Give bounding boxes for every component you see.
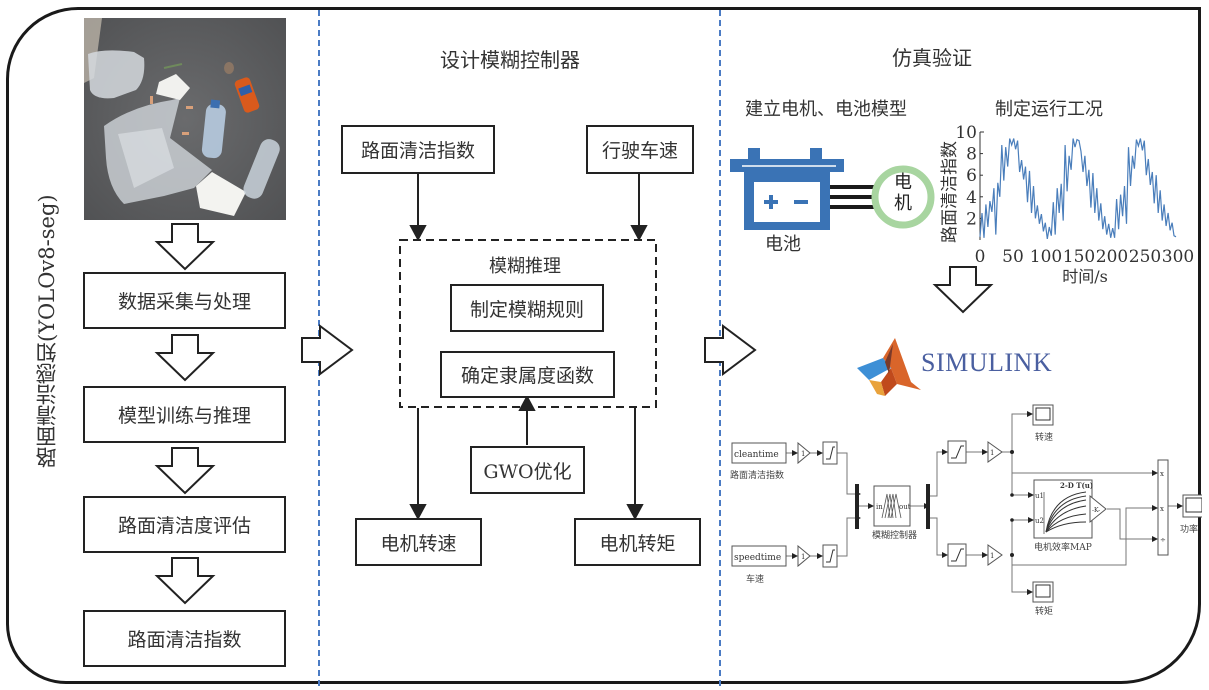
motor-label: 电 机	[893, 172, 913, 214]
down-arrow-icon	[932, 266, 994, 314]
source1-label: 路面清洁指数	[730, 469, 784, 481]
product-op: ÷	[1160, 536, 1166, 544]
chart-x-tick-label: 0	[975, 247, 986, 267]
fuzzy-inference-label: 模糊推理	[489, 256, 561, 277]
saturation-block	[947, 440, 967, 464]
step-cleanliness-index: 路面清洁指数	[83, 610, 286, 667]
fuzzy-in-port: in	[876, 503, 883, 511]
motor-icon	[871, 165, 935, 229]
gwo-optimization-box: GWO优化	[470, 446, 585, 494]
fuzzy-controller-label: 模糊控制器	[872, 529, 917, 541]
output-motor-torque: 电机转矩	[574, 518, 701, 566]
motor-label-line1: 电	[894, 172, 912, 193]
input-cleanliness-index: 路面清洁指数	[341, 125, 495, 174]
chart-x-tick-label: 250	[1129, 247, 1161, 267]
product-op: x	[1160, 505, 1164, 513]
down-arrow-icon	[154, 557, 216, 605]
road-litter-photo	[84, 18, 286, 220]
arrowhead	[626, 504, 644, 521]
saturation-block	[822, 544, 838, 568]
lookup-table-label: 电机效率MAP	[1034, 541, 1092, 553]
source2-text: speedtime	[734, 553, 781, 563]
output-motor-speed: 电机转速	[355, 518, 482, 566]
chart-x-label: 时间/s	[1062, 267, 1108, 285]
chart-y-tick-label: 6	[966, 166, 977, 186]
chart-x-tick-label: 150	[1063, 247, 1095, 267]
fuzzy-flow-connectors	[399, 174, 657, 521]
step-cleanliness-evaluation: 路面清洁度评估	[83, 496, 286, 553]
step-data-collection: 数据采集与处理	[83, 272, 286, 329]
gain-block	[987, 544, 1003, 566]
scope-power-label: 功率	[1180, 523, 1198, 535]
gain-text: 1	[990, 552, 994, 560]
scope-speed-label: 转速	[1035, 431, 1053, 443]
chart-x-tick-label: 200	[1096, 247, 1128, 267]
source-speedtime-block	[731, 545, 787, 567]
fuzzy-inference-group	[399, 239, 657, 408]
source-cleantime-block	[731, 442, 787, 464]
k-gain-text: -K-	[1092, 507, 1100, 514]
outer-frame	[6, 7, 1201, 684]
chart-series-line	[979, 138, 1177, 239]
product-op: x	[1160, 470, 1164, 478]
source1-text: cleantime	[734, 450, 779, 460]
chart-y-tick-label: 8	[966, 145, 977, 165]
gain-block	[987, 441, 1003, 463]
chart-y-label: 路面清洁指数	[940, 141, 960, 243]
input-vehicle-speed: 行驶车速	[586, 125, 694, 174]
lookup-title: 2-D T(u)	[1060, 481, 1093, 490]
battery-motor-illustration	[730, 148, 935, 230]
fuzzy-controller-block	[873, 485, 911, 527]
gain-block	[797, 441, 811, 465]
chart-y-tick-label: 4	[966, 188, 977, 208]
simulink-block-diagram: cleantime speedtime 1 1 1 1 in out 2-D T…	[730, 404, 1202, 617]
gain-text: 1	[801, 450, 805, 458]
fuzzy-rules-box: 制定模糊规则	[450, 284, 604, 332]
battery-label: 电池	[765, 234, 801, 255]
fuzzy-out-port: out	[899, 503, 911, 511]
down-arrow-icon	[154, 334, 216, 382]
arrowhead	[409, 225, 427, 242]
motor-label-line2: 机	[894, 193, 912, 214]
down-arrow-icon	[154, 223, 216, 271]
model-caption: 建立电机、电池模型	[745, 99, 907, 120]
down-arrow-icon	[154, 447, 216, 495]
scope-torque-label: 转矩	[1035, 605, 1053, 617]
right-arrow-icon	[301, 324, 354, 376]
chart-y-tick-label: 10	[955, 123, 977, 143]
chart-y-tick-label: 2	[966, 209, 977, 229]
mux-block	[855, 484, 859, 529]
saturation-block	[822, 441, 838, 465]
gain-text: 1	[990, 449, 994, 457]
condition-caption: 制定运行工况	[995, 99, 1103, 120]
simulink-logo-text: SIMULINK	[921, 348, 1053, 377]
arrowhead	[409, 504, 427, 521]
saturation-block	[947, 543, 967, 567]
simulink-logo-icon	[857, 338, 921, 396]
lookup-u1-port: u1	[1035, 492, 1044, 500]
demux-block	[926, 484, 930, 529]
cable-icon	[830, 185, 874, 209]
fuzzy-controller-title: 设计模糊控制器	[440, 48, 580, 72]
chart-x-tick-label: 300	[1162, 247, 1194, 267]
step-model-training: 模型训练与推理	[83, 386, 286, 443]
chart-x-tick-label: 50	[1002, 247, 1024, 267]
arrowhead	[518, 394, 536, 411]
membership-function-box: 确定隶属度函数	[440, 351, 615, 398]
gain-block	[797, 544, 811, 568]
battery-icon	[730, 148, 844, 230]
source2-label: 车速	[746, 573, 764, 585]
lookup-u2-port: u2	[1035, 517, 1044, 525]
perception-section-label: 路面清洁感知(YOLOv8-seg)	[35, 194, 59, 468]
gain-text: 1	[801, 553, 805, 561]
simulation-title: 仿真验证	[892, 46, 972, 70]
product-block	[1157, 459, 1169, 556]
arrowhead	[630, 225, 648, 242]
chart-x-tick-label: 100	[1030, 247, 1062, 267]
right-arrow-icon	[704, 324, 757, 376]
k-gain-block	[1089, 494, 1107, 524]
